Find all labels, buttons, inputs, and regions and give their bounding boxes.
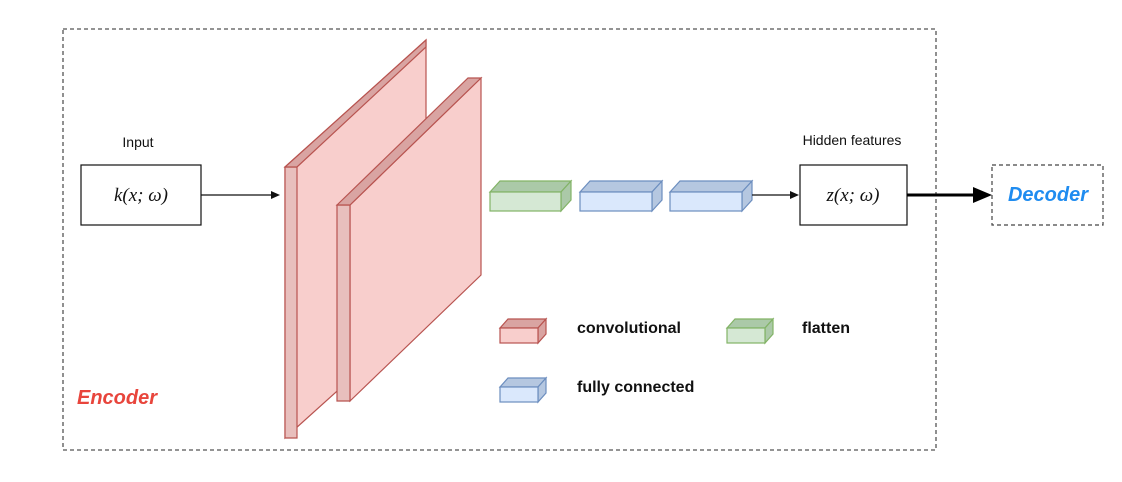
encoder-label: Encoder	[77, 387, 158, 409]
legend-conv-swatch	[498, 317, 548, 345]
flatten-block-front	[489, 191, 562, 212]
conv-layer-2	[335, 76, 483, 403]
legend-convolutional: convolutional	[498, 317, 681, 345]
fc-block-1-top	[578, 180, 664, 193]
flatten-block-top	[488, 180, 573, 193]
legend-convolutional-label: convolutional	[577, 320, 681, 337]
legend-fully-connected-label: fully connected	[577, 379, 694, 396]
fc-block-2-front	[669, 191, 743, 212]
legend-flatten-label: flatten	[802, 320, 850, 337]
legend-fully-connected: fully connected	[498, 376, 694, 404]
input-title: Input	[122, 134, 153, 150]
fc-block-2-top	[668, 180, 754, 193]
decoder-box	[991, 164, 1104, 226]
encoder-container	[62, 28, 937, 451]
input-formula: k(x; ω)	[114, 185, 168, 206]
arrow-head-hidden	[790, 191, 799, 199]
fc-block-1	[578, 179, 664, 213]
hidden-formula: z(x; ω)	[826, 185, 880, 206]
decoder-label: Decoder	[1008, 184, 1089, 206]
hidden-title: Hidden features	[803, 132, 902, 148]
arrow-head-input	[271, 191, 280, 199]
flatten-block	[488, 179, 573, 213]
legend-flatten: flatten	[725, 317, 850, 345]
input-box	[80, 164, 202, 226]
conv-layer-1-side	[284, 166, 298, 439]
conv-layer-2-side	[336, 204, 351, 402]
conv-layer-2-top	[335, 77, 483, 206]
fc-block-1-front	[579, 191, 653, 212]
fc-block-2	[668, 179, 754, 213]
legend-flatten-swatch	[725, 317, 775, 345]
legend-fc-swatch	[498, 376, 548, 404]
arrow-head-decoder	[973, 187, 992, 203]
conv-layer-1-top	[283, 38, 427, 168]
